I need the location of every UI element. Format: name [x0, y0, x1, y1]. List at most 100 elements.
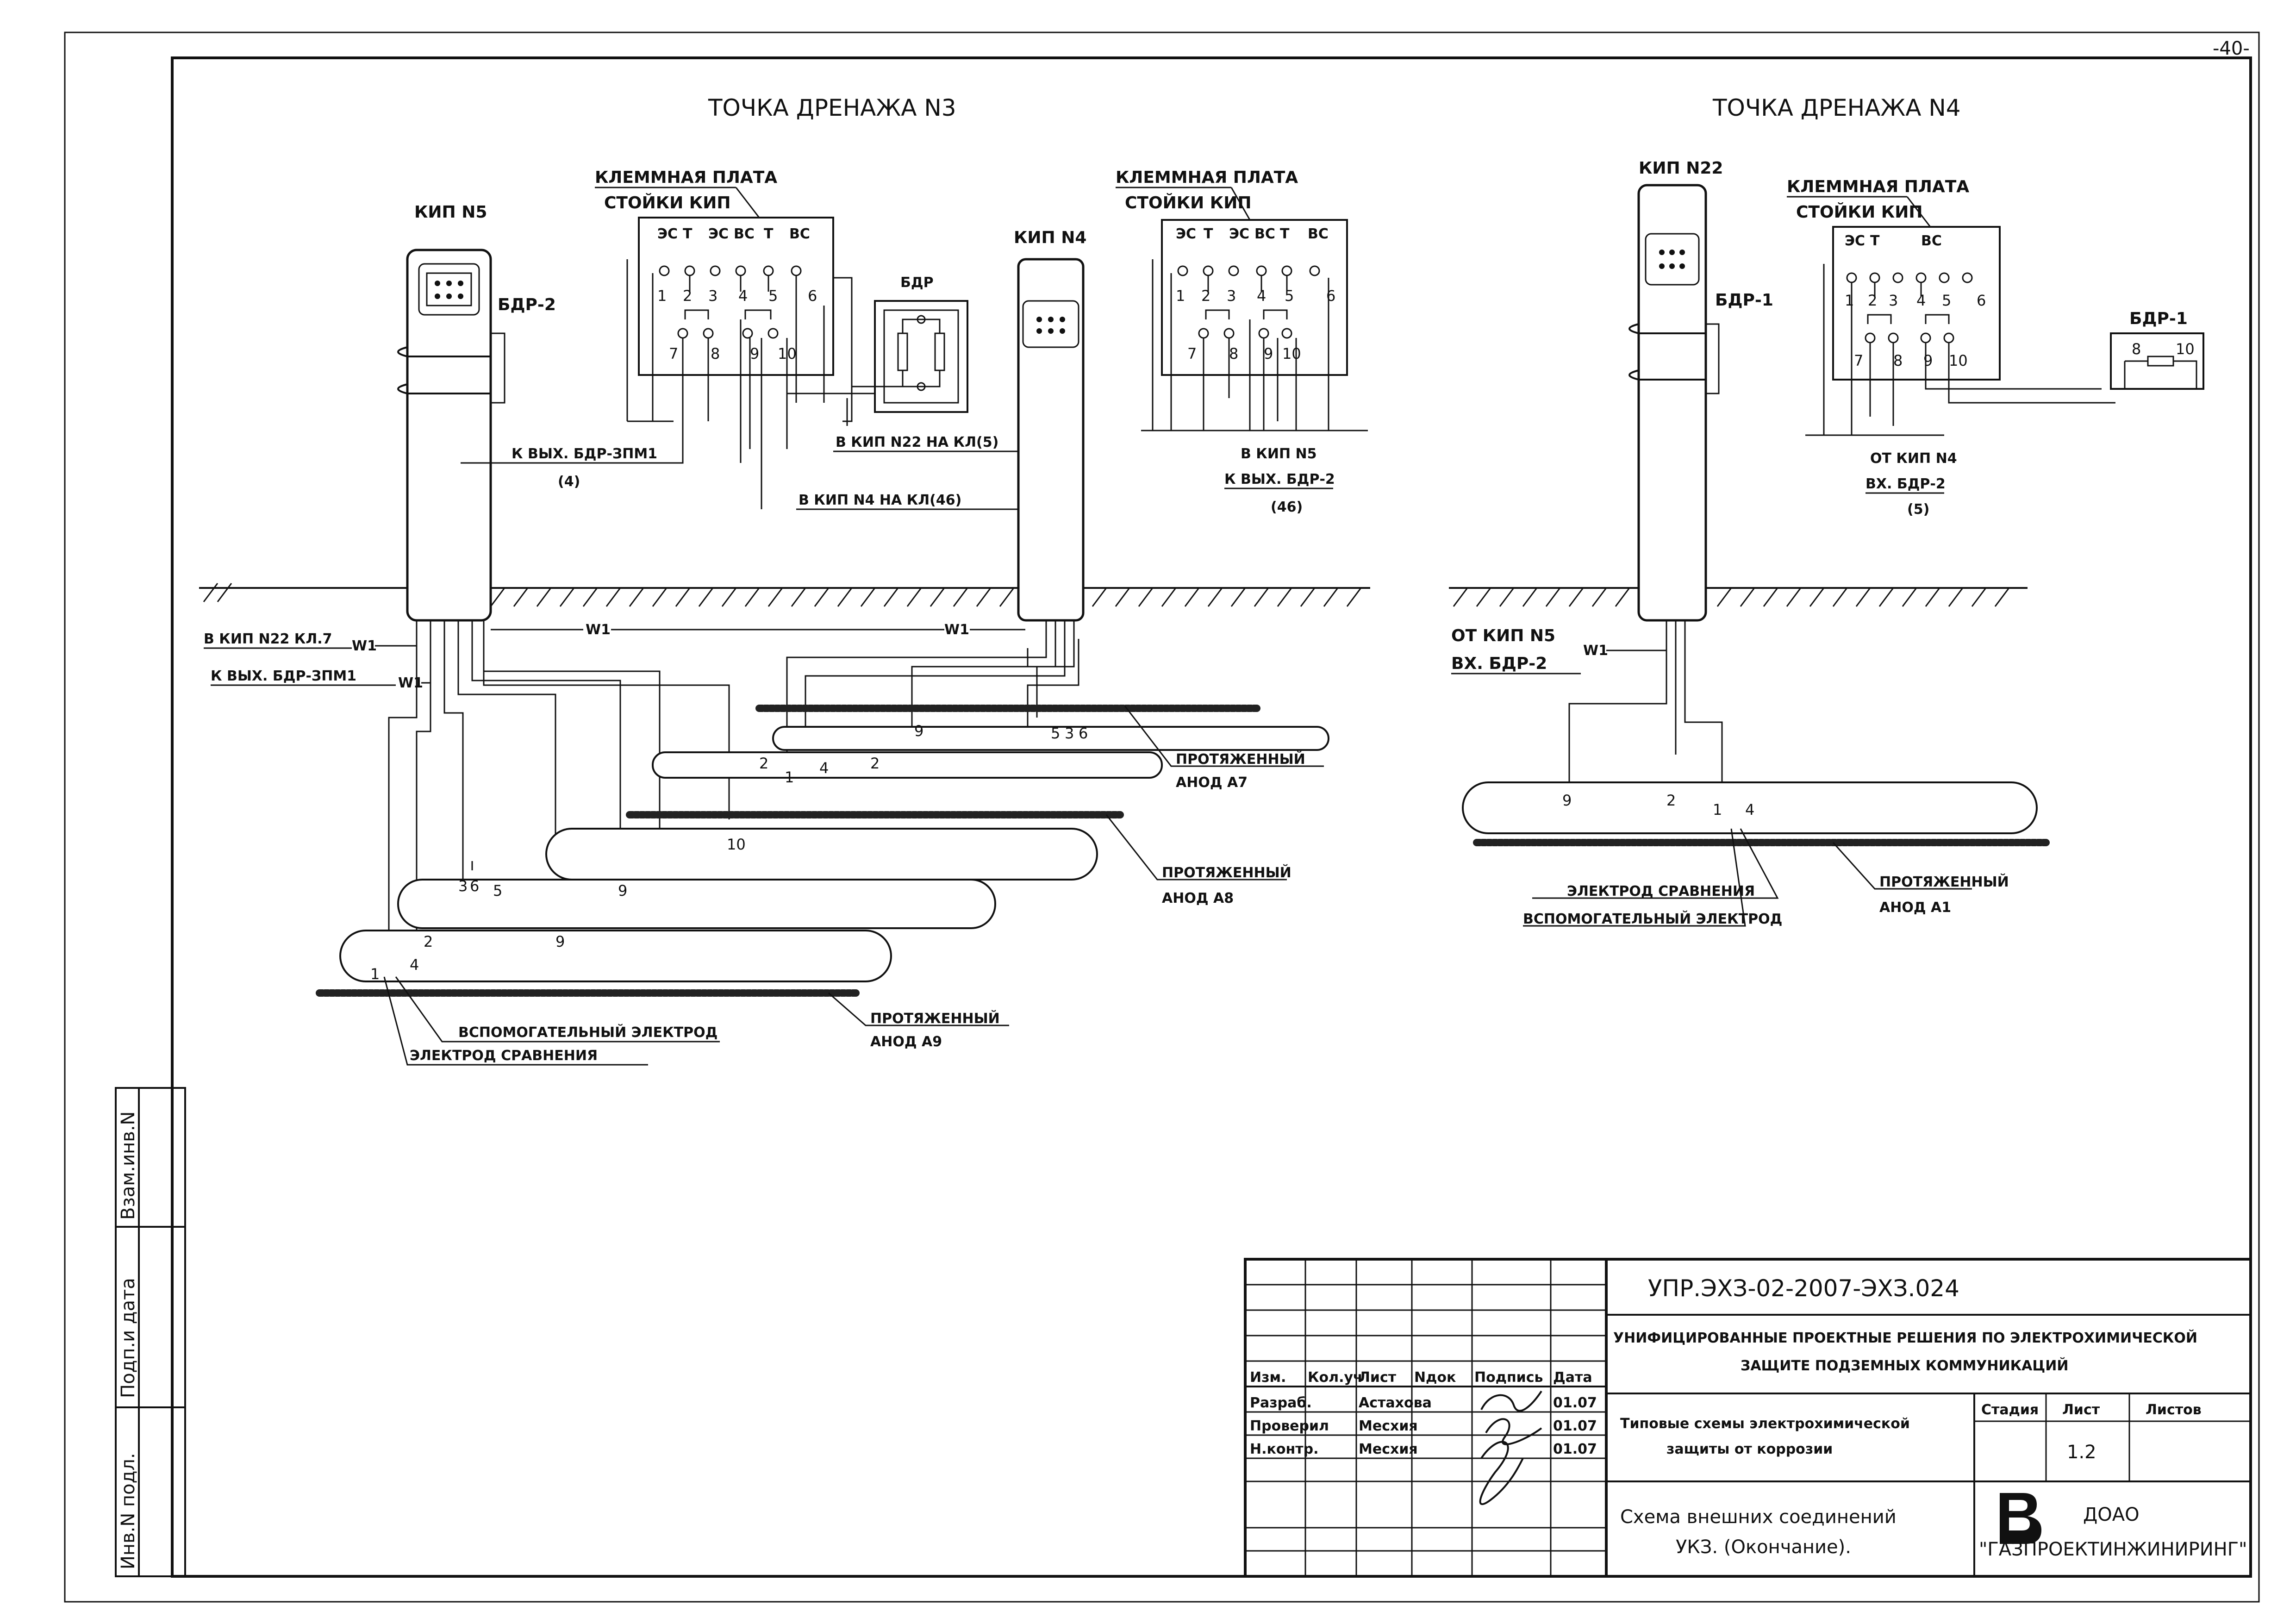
ann-k-vyh-bdr2: К ВЫХ. БДР-2 — [1224, 471, 1335, 487]
n4-c4: 4 — [1745, 801, 1754, 818]
terminal-board-2-line1: КЛЕММНАЯ ПЛАТА — [1116, 168, 1298, 187]
tb-name-1: Астахова — [1359, 1395, 1432, 1411]
legend-ext-a9: ПРОТЯЖЕННЫЙ — [870, 1010, 1000, 1027]
tb2-n7: 7 — [1187, 345, 1197, 362]
tb3-n7: 7 — [1854, 352, 1863, 369]
legend-anode-a8: АНОД А8 — [1162, 890, 1234, 906]
tb2-n3: 3 — [1227, 287, 1236, 305]
legend-aux-n4: ВСПОМОГАТЕЛЬНЫЙ ЭЛЕКТРОД — [1523, 911, 1782, 927]
pipe-n4 — [1462, 781, 2038, 834]
tb2-n10: 10 — [1282, 345, 1301, 362]
tb-name-2: Месхия — [1359, 1418, 1418, 1434]
tb3-n6: 6 — [1977, 292, 1986, 309]
tb-col-kolch: Кол.уч — [1308, 1369, 1363, 1386]
tb3-h0: ЭС — [1845, 233, 1865, 249]
tb3-h2: ВС — [1921, 233, 1942, 249]
terminal-board-3: ЭС Т ВС 1 2 3 4 5 6 7 8 9 10 — [1832, 226, 2001, 381]
w1-label-b: W1 — [398, 675, 423, 691]
bdr1-box-n10: 10 — [2176, 340, 2195, 358]
tb3-n9: 9 — [1923, 352, 1933, 369]
n3-c6: 6 — [470, 877, 479, 895]
title-block — [1244, 1258, 2252, 1578]
terminal-board-1-line1: КЛЕММНАЯ ПЛАТА — [595, 168, 777, 187]
page-number: -40- — [2213, 38, 2250, 59]
tb1-h3: ВС — [734, 226, 755, 242]
terminal-board-1-line2: СТОЙКИ КИП — [604, 193, 730, 212]
legend-ext-a1: ПРОТЯЖЕННЫЙ — [1879, 874, 2009, 890]
tb2-n1: 1 — [1176, 287, 1185, 305]
ann-ot-kip4: ОТ КИП N4 — [1870, 450, 1957, 467]
tb1-n9: 9 — [750, 345, 759, 362]
bdr-label: БДР — [900, 275, 934, 291]
tb-col-izm: Изм. — [1250, 1369, 1286, 1386]
tb-role-nkontr: Н.контр. — [1250, 1441, 1318, 1457]
tb1-n7: 7 — [669, 345, 678, 362]
n3-c1b: 1 — [785, 768, 794, 786]
n3-c4b: 4 — [819, 759, 829, 777]
tb-date-3: 01.07 — [1553, 1441, 1597, 1457]
tb-sheet-title-2: УКЗ. (Окончание). — [1676, 1537, 1851, 1558]
kip-n4-column — [1017, 258, 1085, 648]
tb-sheet-title-1: Схема внешних соединений — [1620, 1506, 1897, 1528]
tb1-n1: 1 — [657, 287, 667, 305]
ann-vh-bdr2: ВХ. БДР-2 — [1866, 476, 1946, 492]
tb-col-podpis: Подпись — [1474, 1369, 1543, 1386]
tb-role-razrab: Разраб. — [1250, 1395, 1312, 1411]
tb3-n5: 5 — [1942, 292, 1951, 309]
tb1-n3: 3 — [708, 287, 718, 305]
tb-col-ndok: Nдок — [1414, 1369, 1456, 1386]
tb3-n3: 3 — [1889, 292, 1898, 309]
pipe-n3-4 — [397, 879, 996, 929]
pipe-n3-1 — [772, 726, 1329, 751]
tb-col-list: Лист — [1359, 1369, 1397, 1386]
tb1-h5: ВС — [789, 226, 810, 242]
pipe-n3-3 — [545, 828, 1098, 881]
terminal-board-2: ЭС Т ЭС ВС Т ВС 1 2 3 4 5 6 7 8 9 10 — [1161, 219, 1348, 376]
tb-org-1: ДОАО — [2083, 1504, 2140, 1525]
n3-c9b: 9 — [618, 882, 627, 899]
stamp-inv-podl: Инв.N подл. — [118, 1453, 139, 1569]
legend-ref-n3: ЭЛЕКТРОД СРАВНЕНИЯ — [410, 1048, 598, 1064]
ann-k-vyh-bdr3pm1-b: К ВЫХ. БДР-ЗПМ1 — [211, 668, 356, 684]
tb3-h1: Т — [1870, 233, 1880, 249]
tb2-h1: Т — [1204, 226, 1213, 242]
terminal-board-1: ЭС Т ЭС ВС Т ВС 1 2 3 4 5 6 7 8 9 10 — [638, 217, 834, 376]
tb3-n8: 8 — [1893, 352, 1903, 369]
tb-col-data: Дата — [1553, 1369, 1592, 1386]
n3-c3: 3 — [458, 877, 468, 895]
tb2-n5: 5 — [1285, 287, 1294, 305]
ann-v-kip22-kl5: В КИП N22 НА КЛ(5) — [836, 434, 998, 450]
tb2-n8: 8 — [1229, 345, 1238, 362]
inner-frame — [171, 56, 2252, 1578]
ground-line-n3 — [199, 583, 1370, 607]
w1-label-c: W1 — [586, 622, 611, 638]
n3-c5: 5 — [493, 882, 502, 899]
legend-aux-n3: ВСПОМОГАТЕЛЬНЫЙ ЭЛЕКТРОД — [458, 1024, 718, 1041]
tb-doc-code: УПР.ЭХЗ-02-2007-ЭХЗ.024 — [1648, 1275, 1959, 1302]
terminal-board-2-line2: СТОЙКИ КИП — [1125, 193, 1251, 212]
bdr2-label-n3: БДР-2 — [498, 295, 556, 314]
kip-n22-column — [1628, 184, 1720, 657]
n3-c5b: 5 — [1051, 725, 1060, 742]
tb3-n10: 10 — [1949, 352, 1968, 369]
bdr1-box: 8 10 — [2110, 332, 2204, 390]
ann-vh-bdr2-b: ВХ. БДР-2 — [1451, 654, 1547, 673]
tb1-h0: ЭС — [657, 226, 678, 242]
n3-c4: 4 — [410, 956, 419, 974]
legend-ext-a7: ПРОТЯЖЕННЫЙ — [1176, 751, 1305, 768]
tb3-n2: 2 — [1868, 292, 1877, 309]
pipe-n3-5 — [339, 930, 892, 982]
tb-sheet-value: 1.2 — [2067, 1442, 2096, 1463]
kip-n5-column — [397, 249, 505, 648]
signature-marks — [1479, 1390, 1542, 1505]
kip-n4-label: КИП N4 — [1014, 228, 1086, 247]
tb2-n6: 6 — [1326, 287, 1335, 305]
tb2-h0: ЭС — [1176, 226, 1196, 242]
tb-collection-1: УНИФИЦИРОВАННЫЕ ПРОЕКТНЫЕ РЕШЕНИЯ ПО ЭЛЕ… — [1613, 1330, 2197, 1346]
tb1-n6: 6 — [808, 287, 817, 305]
n3-c9c: 9 — [914, 722, 923, 740]
tb1-h4: Т — [764, 226, 774, 242]
n3-c9a: 9 — [555, 933, 565, 950]
tb2-n9: 9 — [1264, 345, 1273, 362]
n3-c1: 1 — [370, 965, 380, 983]
